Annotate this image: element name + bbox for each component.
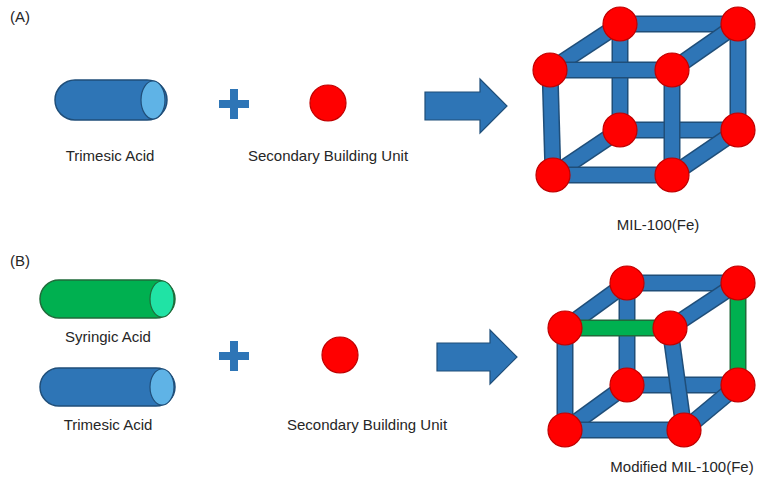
sbu-node	[603, 7, 637, 41]
plus-sign	[219, 89, 249, 119]
sbu-node	[721, 113, 755, 147]
sbu-label: Secondary Building Unit	[248, 147, 408, 165]
linker-bar	[550, 63, 672, 77]
sbu-node	[721, 7, 755, 41]
trimesic-cylinder	[40, 368, 175, 406]
sbu-node	[548, 311, 582, 345]
linker-label: Trimesic Acid	[64, 416, 153, 434]
sbu-node	[667, 413, 701, 447]
sbu-node	[610, 368, 644, 402]
sbu-circle	[322, 337, 358, 373]
linker-bar	[553, 167, 672, 184]
block-arrow	[437, 330, 517, 384]
syringic-cylinder	[40, 280, 175, 318]
product-label: MIL-100(Fe)	[617, 216, 700, 234]
linker-bar	[565, 422, 684, 439]
sbu-node	[653, 311, 687, 345]
linker-label: Syringic Acid	[65, 328, 151, 346]
sbu-circle	[310, 85, 346, 121]
panel-label: (B)	[10, 252, 30, 270]
linker-bar	[550, 62, 672, 79]
sbu-node	[533, 53, 567, 87]
trimesic-cylinder	[55, 80, 167, 120]
linker-bar	[553, 168, 672, 182]
sbu-node	[721, 368, 755, 402]
sbu-label: Secondary Building Unit	[287, 416, 447, 434]
sbu-node	[721, 266, 755, 300]
block-arrow	[425, 79, 507, 133]
sbu-node	[536, 158, 570, 192]
sbu-node	[655, 53, 689, 87]
linker-bar	[565, 423, 684, 437]
product-label: Modified MIL-100(Fe)	[610, 458, 753, 476]
mof-cube	[533, 7, 755, 192]
plus-sign	[219, 341, 249, 371]
sbu-node	[655, 158, 689, 192]
linker-label: Trimesic Acid	[66, 147, 155, 165]
panel-label: (A)	[10, 8, 30, 26]
sbu-node	[603, 113, 637, 147]
sbu-node	[548, 413, 582, 447]
sbu-node	[610, 266, 644, 300]
mof-cube	[548, 266, 755, 447]
